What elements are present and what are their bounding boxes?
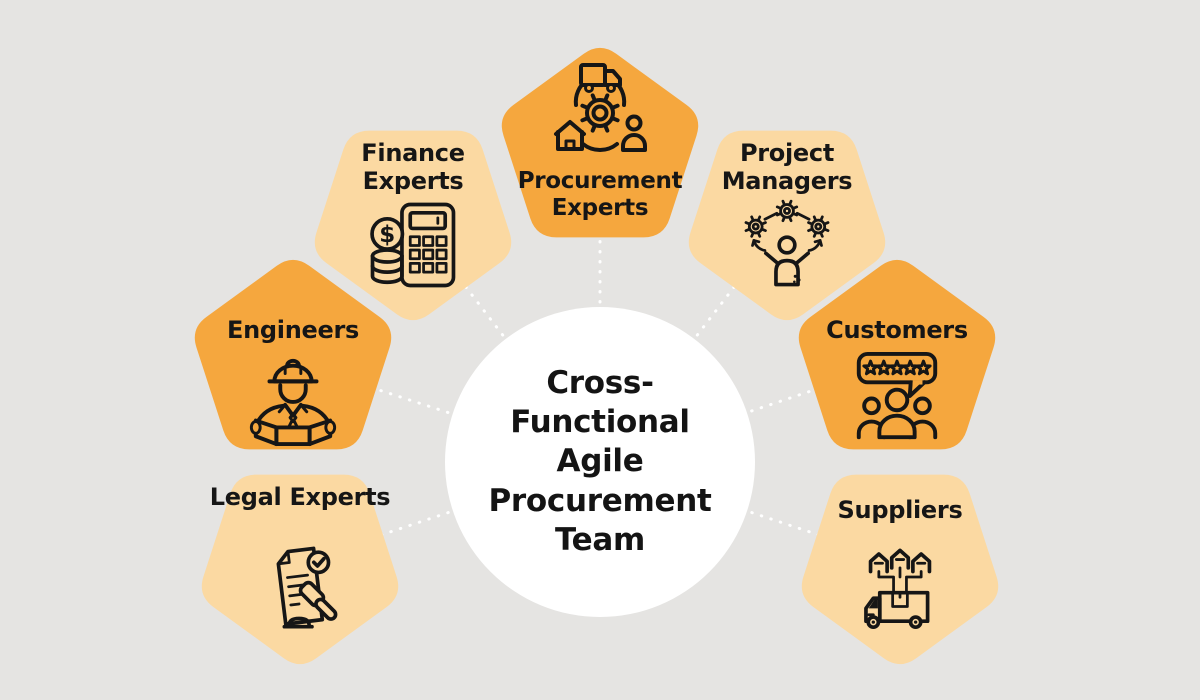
calculator xyxy=(400,202,456,288)
coin-stack: $ xyxy=(370,216,405,285)
swap-arrows xyxy=(751,239,823,252)
pentagon-engineers xyxy=(194,259,392,450)
node-legal-experts: Legal Experts xyxy=(185,447,415,677)
gear xyxy=(580,93,620,133)
supply-sources xyxy=(868,548,932,595)
check-badge xyxy=(306,550,331,575)
person-juggling-gears-icon xyxy=(744,199,830,287)
warehouse xyxy=(554,120,586,151)
gears xyxy=(744,199,830,238)
node-label-engineers: Engineers xyxy=(227,316,359,344)
pentagon-procurement xyxy=(501,47,699,238)
calculator-coins-icon: $ xyxy=(370,202,456,288)
center-title-line: Agile xyxy=(556,443,644,480)
node-suppliers: Suppliers xyxy=(785,447,1015,677)
hard-hat xyxy=(267,358,319,384)
customer-rating-stars-icon xyxy=(856,351,938,440)
pentagon-project-managers xyxy=(688,130,886,321)
supplier-delivery-truck-icon xyxy=(864,548,932,630)
delivery-truck xyxy=(864,590,930,630)
blueprint xyxy=(249,418,337,447)
node-label-legal: Legal Experts xyxy=(209,483,391,511)
center-title: Cross- Functional Agile Procurement Team xyxy=(489,364,712,559)
node-finance-experts: Finance Experts $ xyxy=(298,103,528,333)
node-engineers: Engineers xyxy=(178,247,408,477)
node-label-procurement: Procurement Experts xyxy=(517,168,683,221)
node-procurement-experts: Procurement Experts xyxy=(485,35,715,265)
center-title-line: Team xyxy=(554,521,646,558)
supply-chain-cycle-icon xyxy=(554,63,647,152)
node-label-customers: Customers xyxy=(826,316,968,344)
node-project-managers: Project Managers xyxy=(672,103,902,333)
center-title-line: Procurement xyxy=(488,482,712,519)
engineer-body xyxy=(254,383,332,428)
rating-bubble xyxy=(856,351,938,399)
node-label-finance: Finance Experts xyxy=(361,139,465,195)
center-title-line: Cross- xyxy=(546,365,654,402)
person xyxy=(621,114,647,152)
contract-gavel-icon xyxy=(276,546,338,629)
customer-group xyxy=(856,387,938,440)
node-label-suppliers: Suppliers xyxy=(837,496,963,524)
node-label-project-managers: Project Managers xyxy=(721,139,853,195)
node-customers: Customers xyxy=(782,247,1012,477)
center-circle: Cross- Functional Agile Procurement Team xyxy=(445,307,755,617)
gavel xyxy=(282,580,338,629)
truck xyxy=(579,63,622,93)
svg-text:$: $ xyxy=(379,222,395,248)
center-title-line: Functional xyxy=(510,404,690,441)
engineer-blueprint-icon xyxy=(249,358,337,447)
person xyxy=(764,235,810,287)
